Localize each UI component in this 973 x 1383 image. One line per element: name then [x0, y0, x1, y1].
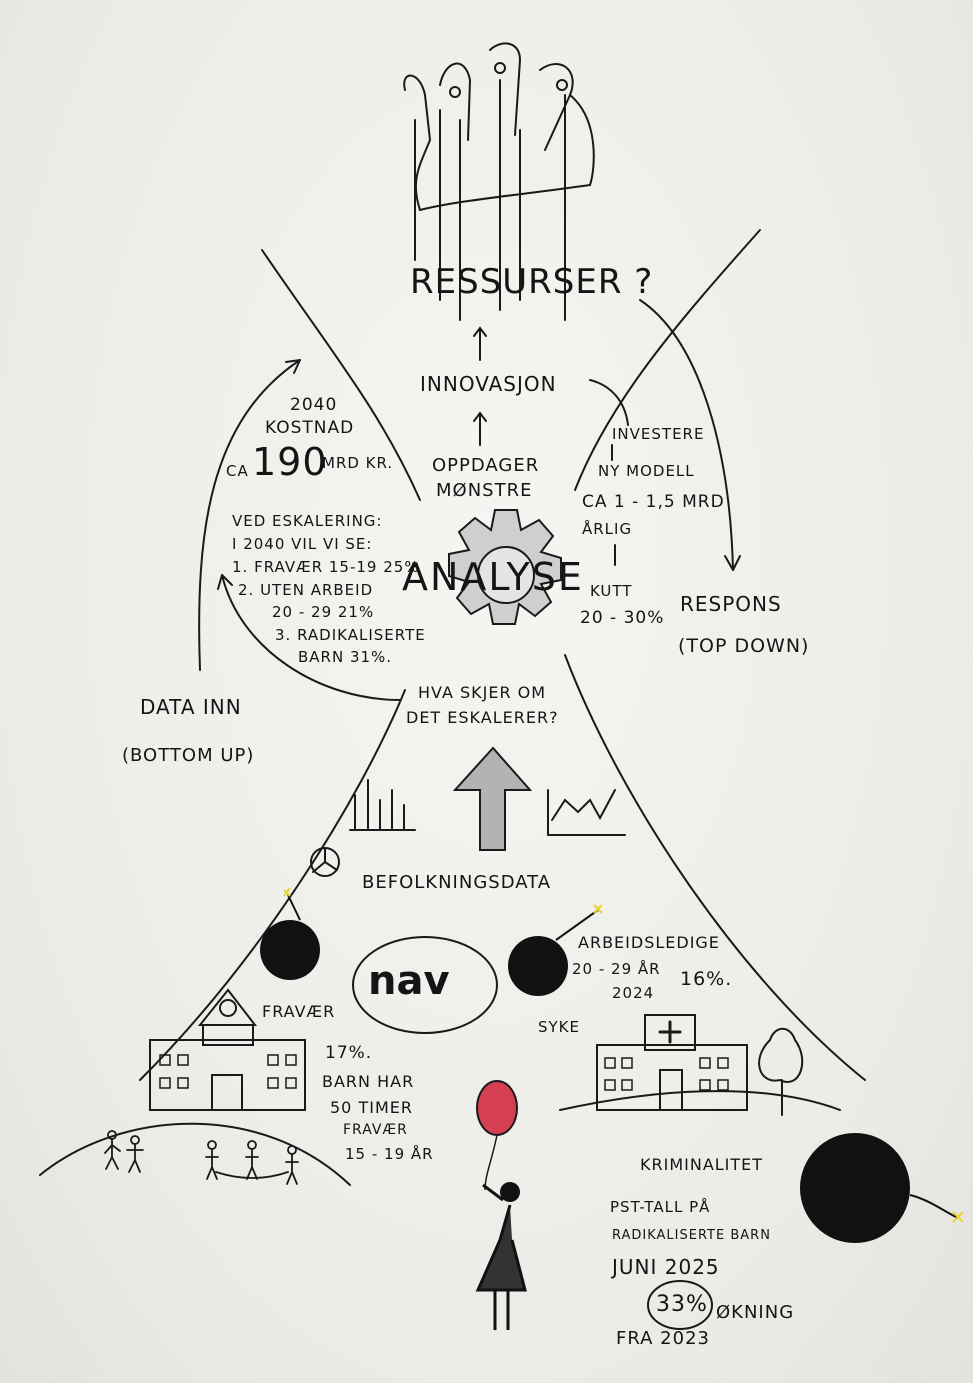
fra-2023-label: FRA 2023 — [616, 1328, 710, 1349]
kutt-pct: 20 - 30% — [580, 608, 665, 628]
arbeidsledige-label: ARBEIDSLEDIGE — [578, 933, 720, 952]
escalation-item-1: 1. FRAVÆR 15-19 25% — [232, 558, 420, 576]
barn-line-3: FRAVÆR — [343, 1122, 408, 1138]
kriminalitet-label: KRIMINALITET — [640, 1155, 764, 1174]
data-inn-arrow — [198, 359, 301, 671]
innovasjon-label: INNOVASJON — [420, 372, 557, 396]
respons-arrow — [639, 299, 734, 571]
monstre-label: MØNSTRE — [436, 480, 533, 501]
escalation-title: VED ESKALERING: — [232, 512, 383, 530]
kutt-label: KUTT — [590, 582, 633, 600]
pct-circle — [647, 1280, 713, 1330]
barn-line-1: BARN HAR — [322, 1072, 415, 1091]
age-range-label: 20 - 29 ÅR — [572, 960, 661, 978]
syke-label: SYKE — [538, 1018, 580, 1036]
escalation-item-2b: 20 - 29 21% — [272, 603, 375, 621]
escalation-sub: I 2040 VIL VI SE: — [232, 535, 373, 553]
nav-logo: nav — [368, 958, 450, 1004]
school-icon — [149, 988, 306, 1111]
escalation-item-3a: 3. RADIKALISERTE — [275, 626, 426, 644]
kostnad-label: KOSTNAD — [265, 418, 355, 438]
barn-line-2: 50 TIMER — [330, 1098, 413, 1117]
top-down-label: (TOP DOWN) — [678, 635, 810, 657]
pst-line-3: JUNI 2025 — [612, 1255, 720, 1279]
right-upper-curve — [574, 229, 761, 491]
barn-line-4: 15 - 19 ÅR — [345, 1145, 434, 1163]
ca-mrd-label: CA 1 - 1,5 MRD — [582, 492, 725, 512]
fravaer-pct: 17%. — [325, 1043, 373, 1063]
question-line-2: DET ESKALERER? — [406, 708, 559, 727]
tree-icon — [758, 1027, 804, 1116]
investere-label: INVESTERE — [612, 425, 705, 443]
left-upper-curve — [261, 249, 421, 501]
pst-line-2: RADIKALISERTE BARN — [612, 1228, 771, 1243]
year-2040: 2040 — [290, 395, 338, 415]
right-lower-curve — [564, 654, 866, 1081]
girl-balloon-icon — [475, 1080, 527, 1330]
okning-label: ØKNING — [716, 1302, 795, 1323]
unit-mrd: MRD KR. — [322, 454, 394, 472]
question-line-1: HVA SKJER OM — [418, 683, 547, 702]
ny-modell-label: NY MODELL — [598, 462, 695, 480]
gear-icon — [448, 509, 562, 625]
puppet-hand-icon — [403, 42, 595, 321]
hospital-icon — [596, 1014, 748, 1111]
up-arrow — [452, 746, 533, 851]
befolkningsdata-label: BEFOLKNINGSDATA — [362, 872, 552, 893]
people-icon — [104, 1130, 299, 1185]
ressurser-label: RESSURSER ? — [410, 262, 654, 302]
amount-190: 190 — [252, 440, 328, 484]
pst-line-1: PST-TALL PÅ — [610, 1198, 711, 1216]
bar-chart-icon — [349, 779, 416, 831]
arlig-label: ÅRLIG — [582, 520, 633, 538]
arbeidsledige-pct: 16%. — [680, 968, 733, 990]
bomb-icon — [508, 904, 603, 996]
ca-label: CA — [226, 462, 249, 480]
year-2024-label: 2024 — [612, 984, 655, 1002]
escalation-item-3b: BARN 31%. — [298, 648, 393, 666]
analyse-label: ANALYSE — [402, 555, 584, 599]
bomb-icon — [800, 1133, 964, 1243]
fravaer-label: FRAVÆR — [262, 1002, 336, 1021]
pie-chart-icon — [310, 847, 340, 877]
escalation-item-2a: 2. UTEN ARBEID — [238, 581, 374, 599]
pct-33: 33% — [656, 1292, 708, 1317]
left-lower-curve — [139, 689, 406, 1081]
bomb-icon — [260, 887, 320, 980]
nav-oval — [352, 936, 498, 1034]
data-inn-label: DATA INN — [140, 695, 242, 719]
line-chart-icon — [547, 789, 626, 836]
bottom-up-label: (BOTTOM UP) — [122, 745, 255, 766]
respons-label: RESPONS — [680, 592, 782, 616]
oppdager-label: OPPDAGER — [432, 455, 540, 476]
